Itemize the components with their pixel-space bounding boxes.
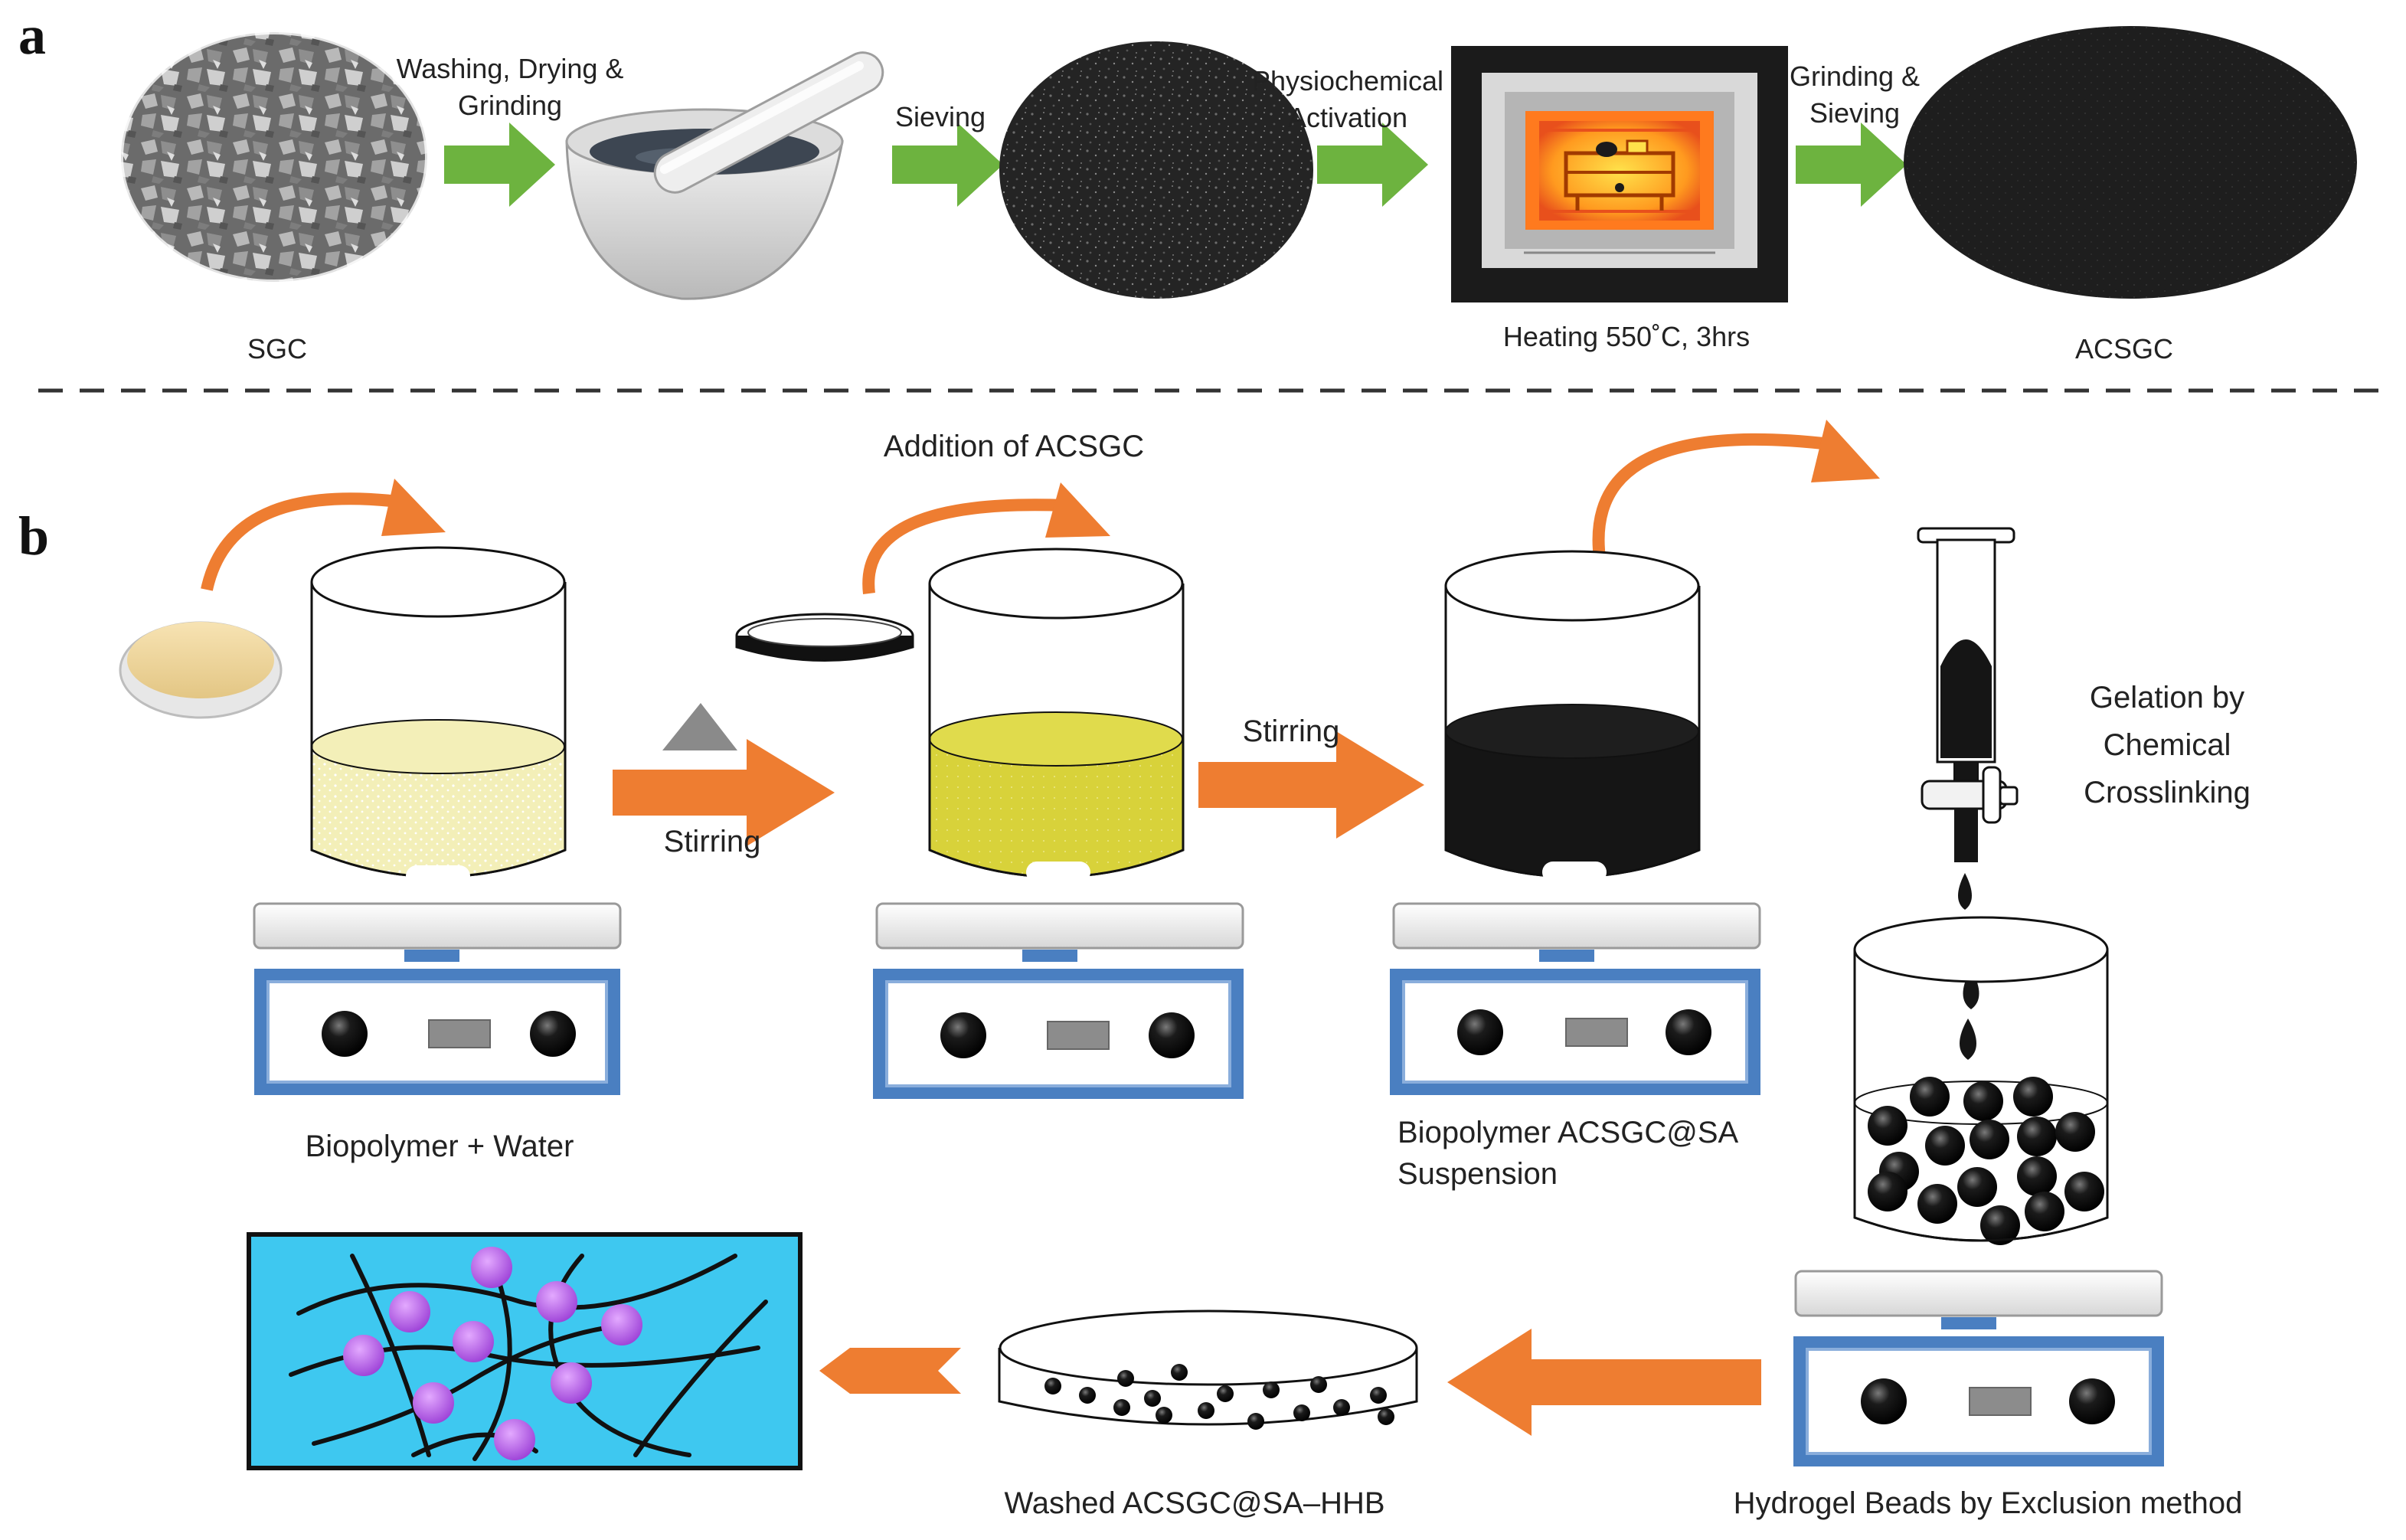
acsgc-dish [735,613,914,662]
curved-arrow-1 [201,479,446,591]
gelation-label-line1: Gelation by [2090,681,2244,714]
beaker-suspension [1444,550,1701,883]
biopolymer-water-label: Biopolymer + Water [306,1130,574,1163]
gelation-label-line2: Chemical [2104,728,2231,762]
magnetic-stirrer-1 [253,902,622,1095]
magnetic-stirrer-3 [1390,902,1761,1095]
beaker-acsgc-added [928,548,1185,883]
heating-label: Heating 550˚C, 3hrs [1503,321,1750,352]
acsgc-label: ACSGC [2075,333,2173,365]
sgc-pebbles-photo [119,30,430,284]
green-arrow-3 [1317,123,1428,207]
green-arrow-2 [892,123,1003,207]
orange-arrow-to-dish [1447,1329,1761,1436]
panel-a-letter: a [18,5,46,66]
suspension-label-line1: Biopolymer ACSGC@SA [1398,1116,1739,1149]
beaker-biopolymer-water [310,546,567,887]
panel-b-letter: b [18,505,49,567]
stirring-label-1: Stirring [664,825,761,858]
orange-arrow-stirring-1 [613,703,835,846]
gelation-label-line3: Crosslinking [2084,776,2251,809]
step-activation-label-line2: Activation [1288,102,1407,133]
step-grinding-label-line1: Grinding & [1790,60,1920,92]
magnetic-stirrer-2 [873,902,1244,1099]
step-activation-label-line1: Physiochemical [1252,65,1443,96]
muffle-furnace-icon [1451,46,1788,302]
addition-acsgc-label: Addition of ACSGC [884,430,1144,463]
step-washing-label-line1: Washing, Drying & [397,53,624,84]
green-arrow-1 [444,123,555,207]
orange-arrow-stirring-2 [1198,731,1424,839]
orange-arrow-to-network [819,1348,961,1394]
magnetic-stirrer-4 [1793,1270,2164,1466]
sieved-powder-photo [999,41,1313,299]
step-washing-label-line2: Grinding [458,90,562,121]
biopolymer-powder-dish [119,621,283,719]
washed-beads-label: Washed ACSGC@SA–HHB [1004,1486,1384,1520]
green-arrow-4 [1796,123,1907,207]
mortar-pestle-icon [565,51,884,300]
step-grinding-label-line2: Sieving [1809,97,1900,129]
washed-beads-dish [998,1309,1418,1430]
beaker-crosslinking [1853,916,2109,1245]
curved-arrow-3 [1592,420,1880,584]
suspension-label-line2: Suspension [1398,1157,1558,1191]
hydrogel-network-schematic [247,1232,803,1470]
step-sieving-label: Sieving [895,101,986,132]
syringe-icon [1917,527,2019,862]
stirring-label-2: Stirring [1243,714,1340,748]
hydrogel-beads-label: Hydrogel Beads by Exclusion method [1734,1486,2243,1520]
acsgc-powder-photo [1904,26,2357,299]
curved-arrow-2 [862,482,1110,594]
sgc-label: SGC [247,333,307,365]
